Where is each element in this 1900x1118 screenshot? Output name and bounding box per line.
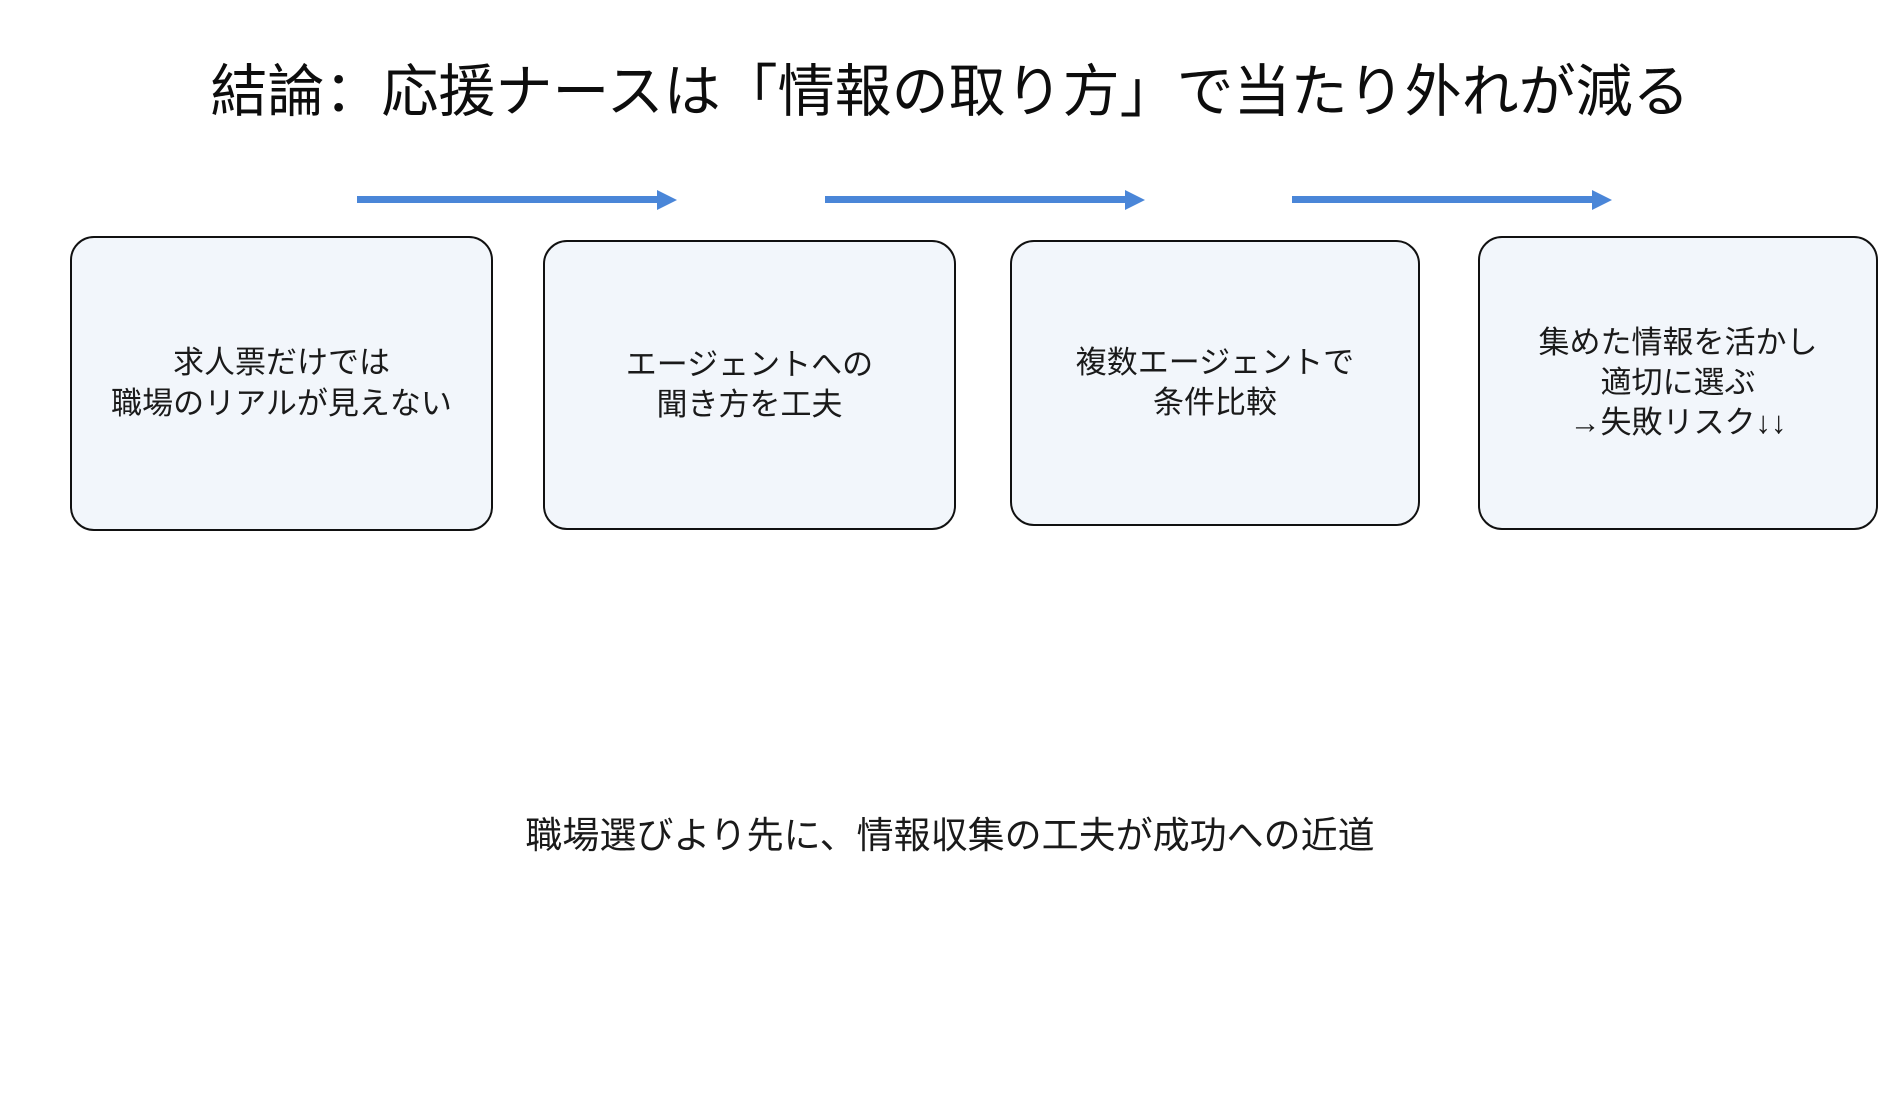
flow-step-2[interactable]: エージェントへの 聞き方を工夫 (543, 240, 956, 530)
flow-step-4[interactable]: 集めた情報を活かし 適切に選ぶ →失敗リスク↓↓ (1478, 236, 1878, 530)
arrow-right-icon (1292, 190, 1612, 210)
arrow-head (1592, 190, 1612, 210)
arrow-right-icon (357, 190, 677, 210)
flow-step-1-label: 求人票だけでは 職場のリアルが見えない (111, 345, 452, 421)
arrow-head (657, 190, 677, 210)
flow-step-1[interactable]: 求人票だけでは 職場のリアルが見えない (70, 236, 493, 531)
arrow-shaft (357, 196, 657, 203)
arrow-shaft (825, 196, 1125, 203)
flow-step-4-label: 集めた情報を活かし 適切に選ぶ →失敗リスク↓↓ (1538, 324, 1818, 441)
flow-step-2-label: エージェントへの 聞き方を工夫 (625, 346, 874, 422)
slide-caption: 職場選びより先に、情報収集の工夫が成功への近道 (525, 815, 1375, 856)
arrow-shaft (1292, 196, 1592, 203)
flow-step-3-label: 複数エージェントで 条件比較 (1075, 344, 1355, 420)
page-title: 結論：応援ナースは「情報の取り方」で当たり外れが減る (210, 60, 1690, 124)
arrow-right-icon (825, 190, 1145, 210)
arrow-head (1125, 190, 1145, 210)
flow-step-3[interactable]: 複数エージェントで 条件比較 (1010, 240, 1420, 526)
